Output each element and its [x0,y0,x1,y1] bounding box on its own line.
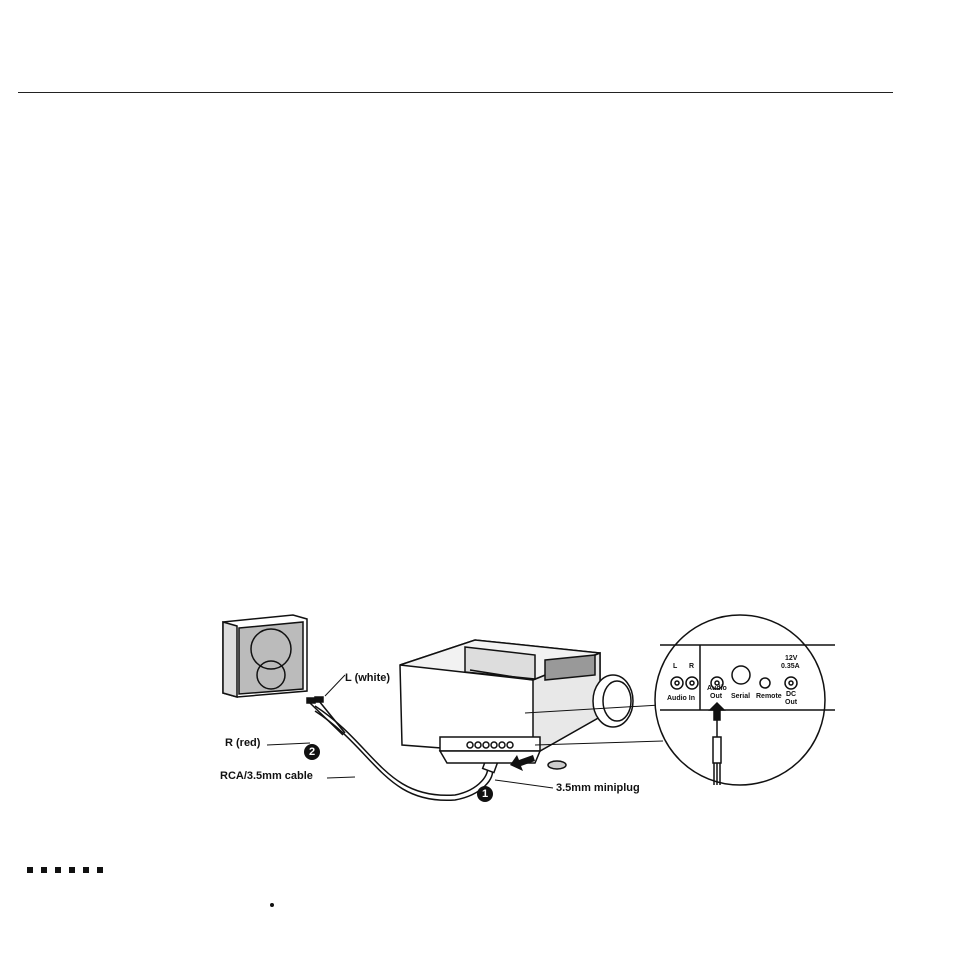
insert-arrow-icon [510,755,535,771]
callout-one-badge: 1 [477,786,493,802]
remote-label: Remote [756,693,782,700]
speaker-icon [222,614,308,698]
divider-dot [83,867,89,873]
left-white-label: L (white) [345,672,391,684]
audio-connection-illustration: L (white) R (red) RCA/3.5mm cable 3.5mm … [215,605,835,820]
section-divider-dots [27,867,103,873]
audio-out-label-line1: Audio [707,685,727,692]
illustration-drawing [222,614,835,801]
miniplug-label: 3.5mm miniplug [556,782,640,794]
audio-out-label-line2: Out [710,693,723,700]
divider-dot [69,867,75,873]
divider-dot [97,867,103,873]
audio-in-label: Audio In [667,695,695,702]
serial-label: Serial [731,693,751,700]
dc-out-label-line2: Out [785,699,798,706]
bullet-point [270,903,274,907]
panel-r-label: R [689,663,695,670]
panel-l-label: L [673,663,678,670]
header-rule [18,92,893,93]
divider-dot [27,867,33,873]
projector-icon [399,639,634,770]
divider-dot [55,867,61,873]
current-label: 0.35A [781,663,800,670]
dc-out-label-line1: DC [786,691,797,698]
callout-two-badge: 2 [304,744,320,760]
port-panel-closeup [654,614,835,786]
cable-label: RCA/3.5mm cable [220,770,313,782]
right-red-label: R (red) [225,737,261,749]
divider-dot [41,867,47,873]
voltage-label: 12V [785,655,798,662]
